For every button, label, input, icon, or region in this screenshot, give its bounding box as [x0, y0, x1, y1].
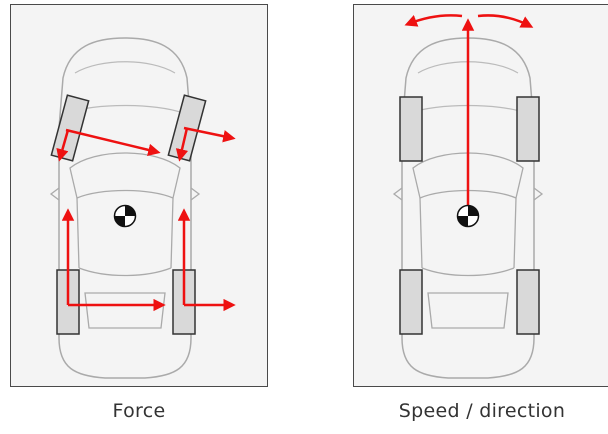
force-caption: Force [112, 400, 166, 422]
yaw-arrow-right [477, 14, 534, 28]
force-arrow-front-right [183, 126, 236, 143]
center-of-gravity-icon [113, 204, 137, 228]
front-left-wheel-speed [399, 96, 423, 162]
front-left-wheel [50, 94, 90, 162]
speed-arrows [404, 14, 534, 214]
force-arrow-front-right-hook [175, 127, 189, 162]
rear-right-wheel-speed [516, 269, 540, 335]
force-arrow-front-left-hook [56, 129, 70, 162]
center-of-gravity-icon-speed [456, 204, 480, 228]
rear-left-wheel-speed [399, 269, 423, 335]
speed-direction-caption: Speed / direction [398, 400, 566, 422]
front-right-wheel-speed [516, 96, 540, 162]
force-arrow-front-left [65, 128, 161, 157]
force-arrows [56, 126, 236, 312]
yaw-arrow-left [404, 14, 463, 27]
